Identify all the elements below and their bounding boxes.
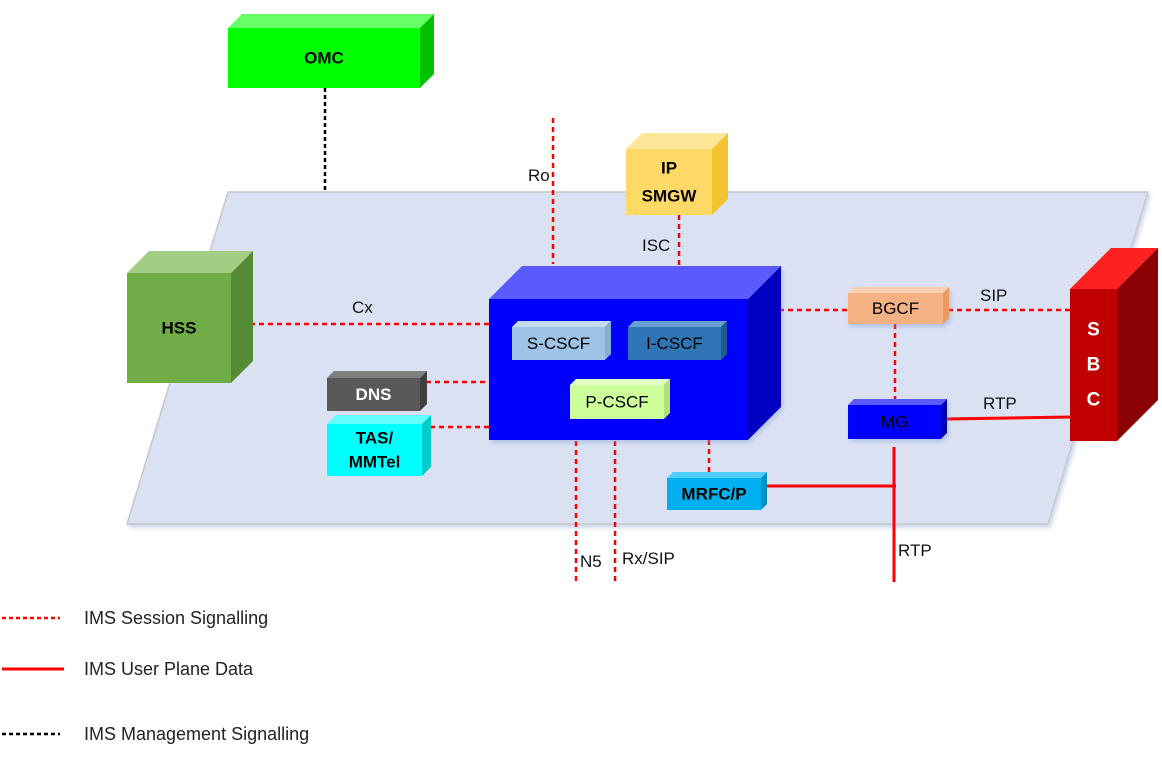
label-cx: Cx xyxy=(352,298,373,317)
mg-node: MG xyxy=(848,399,947,439)
omc-node: OMC xyxy=(228,14,434,88)
pcscf-label: P-CSCF xyxy=(585,393,648,412)
sbc-top-face xyxy=(1070,248,1158,289)
scscf-front-face xyxy=(512,327,605,360)
omc-top-face xyxy=(228,14,434,28)
hss-top-face xyxy=(127,251,253,273)
mrfc-top-face xyxy=(667,472,767,478)
pcscf-front-face xyxy=(570,385,664,419)
mrfc-node: MRFC/P xyxy=(667,472,767,510)
scscf-top-face xyxy=(512,321,611,327)
omc-label: OMC xyxy=(304,49,344,68)
tas-front-face xyxy=(327,424,422,476)
icscf-side-face xyxy=(721,321,727,360)
label-sip: SIP xyxy=(980,286,1007,305)
userplane-line-mg-sbc xyxy=(945,415,1072,421)
ipsmgw-label: IP xyxy=(661,159,677,178)
network-elements: OMC IP SMGW HSS S-CSCF I-CSCF P-CSCF DNS TAS/MMT… xyxy=(127,14,1158,510)
mrfc-label: MRFC/P xyxy=(681,485,746,504)
sbc-label: B xyxy=(1087,355,1101,376)
dns-top-face xyxy=(327,371,427,378)
label-isc: ISC xyxy=(642,236,670,255)
ipsmgw-label: SMGW xyxy=(642,187,698,206)
pcscf-top-face xyxy=(570,379,670,385)
tas-node: TAS/MMTel xyxy=(327,415,431,476)
core-side-face xyxy=(748,266,781,440)
sbc-node: SBC xyxy=(1070,248,1158,441)
pcscf-side-face xyxy=(664,379,670,419)
mrfc-side-face xyxy=(761,472,767,510)
core-top-face xyxy=(489,266,781,299)
hss-front-face xyxy=(127,273,231,383)
icscf-top-face xyxy=(628,321,727,327)
hss-side-face xyxy=(231,251,253,383)
ipsmgw-side-face xyxy=(712,133,728,215)
tas-label: TAS/ xyxy=(356,429,394,448)
sbc-label: S xyxy=(1087,320,1100,341)
interface-labels: Ro ISC Cx SIP RTP RTP N5 Rx/SIP xyxy=(352,166,1017,571)
scscf-side-face xyxy=(605,321,611,360)
mrfc-front-face xyxy=(667,478,761,510)
label-rtp-out: RTP xyxy=(898,541,932,560)
label-n5: N5 xyxy=(580,552,602,571)
mg-front-face xyxy=(848,405,941,439)
omc-front-face xyxy=(228,28,420,88)
tas-side-face xyxy=(422,415,431,476)
mg-side-face xyxy=(941,399,947,439)
label-rtp-sbc: RTP xyxy=(983,394,1017,413)
dns-label: DNS xyxy=(356,385,392,404)
ipsmgw-front-face xyxy=(626,149,712,215)
label-ro: Ro xyxy=(528,166,550,185)
bgcf-top-face xyxy=(848,287,949,293)
dns-side-face xyxy=(420,371,427,411)
ipsmgw-top-face xyxy=(626,133,728,149)
tas-label: MMTel xyxy=(349,453,401,472)
tas-top-face xyxy=(327,415,431,424)
sbc-label: C xyxy=(1087,390,1101,411)
omc-side-face xyxy=(420,14,434,88)
mg-label: MG xyxy=(881,413,908,432)
mg-top-face xyxy=(848,399,947,405)
sbc-side-face xyxy=(1117,248,1158,441)
ipsmgw-node: IP SMGW xyxy=(626,133,728,215)
legend: IMS Session Signalling IMS User Plane Da… xyxy=(2,608,309,744)
hss-node: HSS xyxy=(127,251,253,383)
icscf-front-face xyxy=(628,327,721,360)
pcscf-node: P-CSCF xyxy=(570,379,670,419)
legend-label-management-signalling: IMS Management Signalling xyxy=(84,724,309,744)
label-rx-sip: Rx/SIP xyxy=(622,549,675,568)
sbc-front-face xyxy=(1070,289,1117,441)
icscf-label: I-CSCF xyxy=(646,334,703,353)
bgcf-node: BGCF xyxy=(848,287,949,324)
legend-label-session-signalling: IMS Session Signalling xyxy=(84,608,268,628)
dns-front-face xyxy=(327,378,420,411)
legend-label-user-plane: IMS User Plane Data xyxy=(84,659,254,679)
bgcf-label: BGCF xyxy=(872,299,919,318)
dns-node: DNS xyxy=(327,371,427,411)
hss-label: HSS xyxy=(162,319,197,338)
bgcf-side-face xyxy=(943,287,949,324)
scscf-node: S-CSCF xyxy=(512,321,611,360)
icscf-node: I-CSCF xyxy=(628,321,727,360)
scscf-label: S-CSCF xyxy=(527,334,590,353)
bgcf-front-face xyxy=(848,293,943,324)
